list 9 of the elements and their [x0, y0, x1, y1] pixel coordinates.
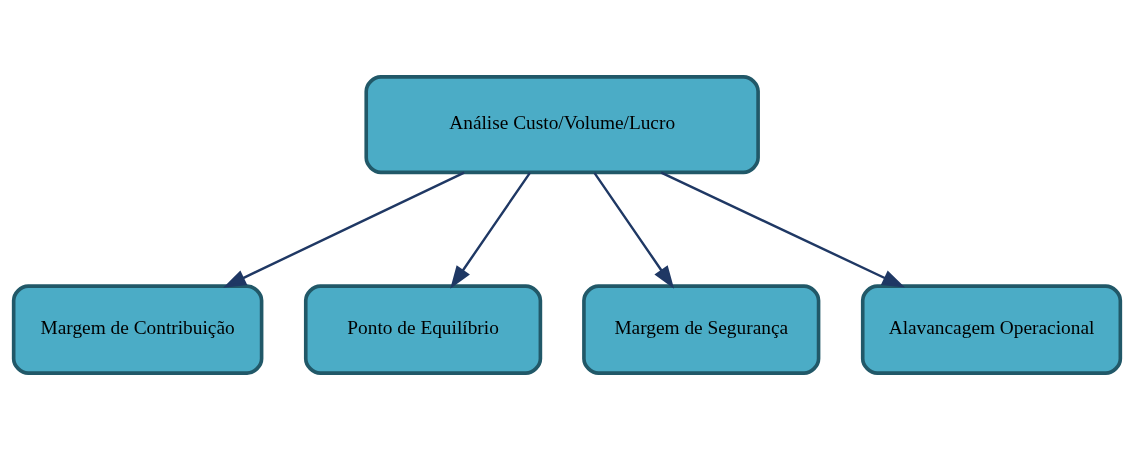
arrow [593, 171, 675, 289]
node-box: Análise Custo/Volume/Lucro [364, 74, 760, 174]
node-box: Alavancagem Operacional [860, 283, 1123, 375]
node-box: Ponto de Equilíbrio [303, 283, 543, 375]
arrow [223, 170, 465, 288]
node-box: Margem de Segurança [582, 283, 821, 375]
node-box: Margem de Contribuição [11, 283, 264, 375]
arrow [450, 171, 531, 289]
arrow [660, 170, 906, 288]
